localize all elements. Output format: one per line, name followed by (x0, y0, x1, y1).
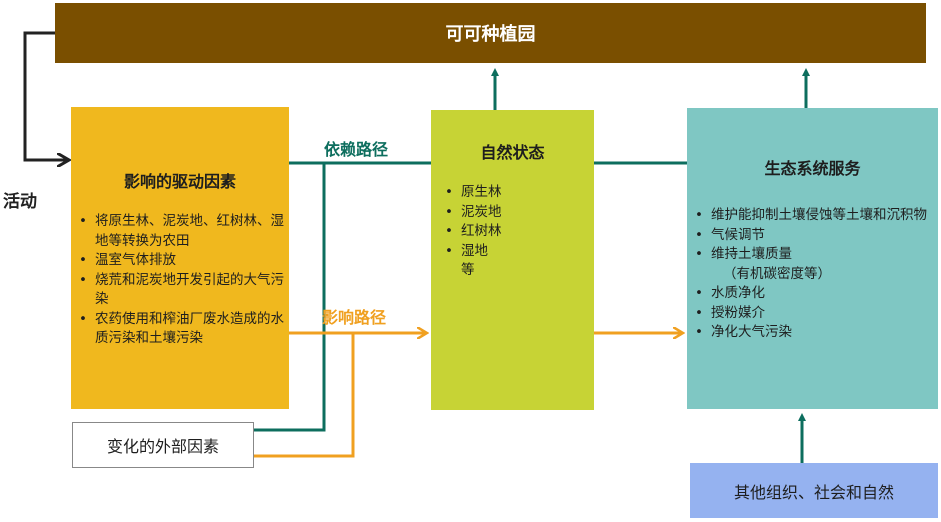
natural-state-list: 原生林 泥炭地 红树林 湿地 等 (445, 183, 590, 281)
activity-label: 活动 (3, 192, 37, 212)
dependency-pathway-label: 依赖路径 (324, 140, 389, 159)
soil-quality-note: （有机碳密度等） (723, 265, 831, 282)
activity-arrow (23, 31, 67, 160)
list-item: 水质净化 (695, 284, 935, 304)
list-item: 授粉媒介 (695, 304, 935, 324)
external-factors-label: 变化的外部因素 (106, 437, 219, 456)
others-label: 其他组织、社会和自然 (733, 482, 894, 502)
list-item: 将原生林、泥炭地、红树林、湿地等转换为农田 (79, 212, 285, 251)
ecosystem-services-box: 生态系统服务 维护能抑制土壤侵蚀等土壤和沉积物 气候调节 维持土壤质量 （有机碳… (687, 108, 938, 409)
banner-title: 可可种植园 (445, 24, 536, 45)
list-item: 净化大气污染 (695, 323, 935, 343)
list-item: 农药使用和榨油厂废水造成的水质污染和土壤污染 (79, 310, 285, 349)
drivers-list: 将原生林、泥炭地、红树林、湿地等转换为农田 温室气体排放 烧荒和泥炭地开发引起的… (79, 212, 285, 349)
drivers-title: 影响的驱动因素 (123, 172, 236, 191)
list-item: 维持土壤质量 （有机碳密度等） (695, 245, 935, 284)
dependency-line-external (254, 163, 326, 432)
ecosystem-services-title: 生态系统服务 (764, 159, 861, 178)
soil-quality-text: 维持土壤质量 (711, 246, 792, 262)
ecosystem-services-list: 维护能抑制土壤侵蚀等土壤和沉积物 气候调节 维持土壤质量 （有机碳密度等） 水质… (695, 206, 935, 343)
natural-state-title: 自然状态 (480, 143, 545, 162)
list-item: 烧荒和泥炭地开发引起的大气污染 (79, 271, 285, 310)
list-item: 维护能抑制土壤侵蚀等土壤和沉积物 (695, 206, 935, 226)
list-item: 湿地 等 (445, 242, 590, 281)
list-item: 温室气体排放 (79, 251, 285, 271)
list-item: 气候调节 (695, 226, 935, 246)
impact-pathway-label: 影响路径 (322, 308, 387, 327)
list-item: 红树林 (445, 222, 590, 242)
plantation-banner: 可可种植园 (55, 3, 926, 63)
impact-line-external (254, 333, 355, 458)
external-factors-box: 变化的外部因素 (72, 422, 254, 468)
others-box: 其他组织、社会和自然 (690, 463, 938, 518)
impact-drivers-box: 影响的驱动因素 将原生林、泥炭地、红树林、湿地等转换为农田 温室气体排放 烧荒和… (71, 107, 289, 409)
natural-state-box: 自然状态 原生林 泥炭地 红树林 湿地 等 (431, 110, 594, 410)
list-item: 原生林 (445, 183, 590, 203)
list-item: 泥炭地 (445, 203, 590, 223)
